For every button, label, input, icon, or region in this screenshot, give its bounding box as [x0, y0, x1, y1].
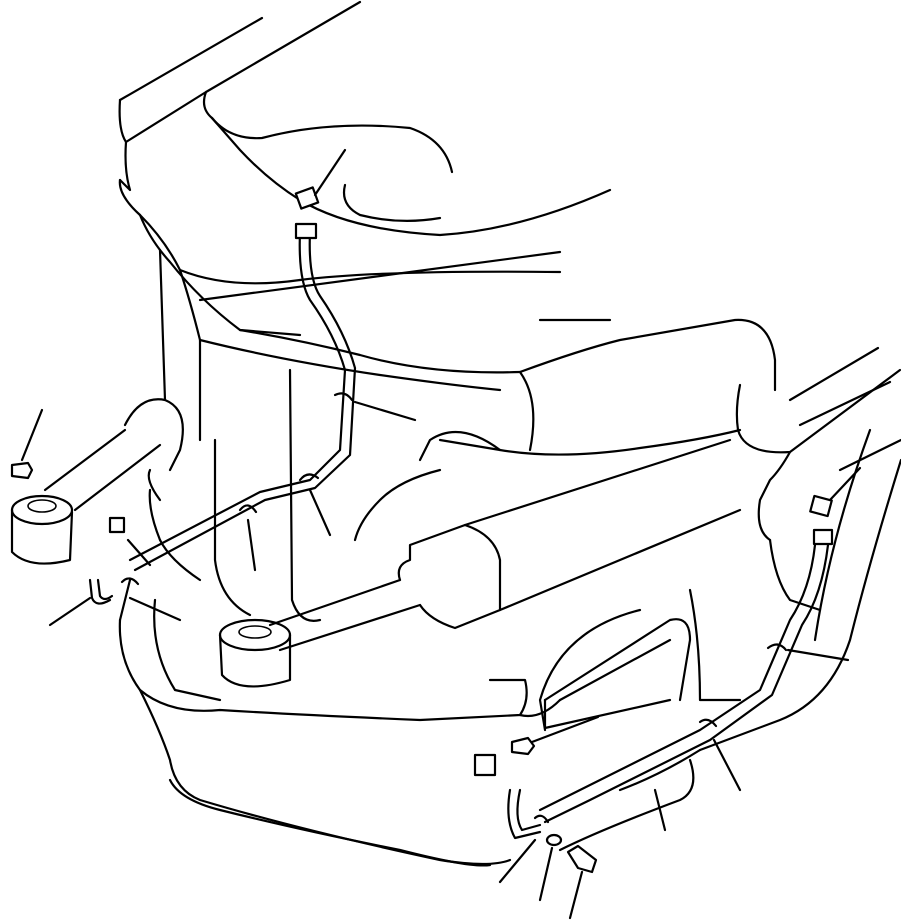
hose-lines: [88, 230, 830, 840]
top-elbow-fitting: [294, 186, 320, 210]
clamp-7: [533, 814, 550, 824]
left-switch: [10, 461, 34, 480]
left-fitting: [108, 516, 126, 534]
leader-lines: [20, 148, 862, 920]
frame-body: [118, 0, 901, 867]
bottom-switch: [510, 736, 536, 756]
right-elbow-fitting: [809, 494, 833, 518]
left-cylinder: [10, 398, 184, 565]
reservoir-box: [543, 618, 692, 730]
top-hose-nut: [294, 222, 318, 240]
clamp-3: [238, 504, 258, 514]
clamp-1: [333, 392, 354, 402]
fittings: [10, 186, 834, 874]
main-cylinder-end: [218, 618, 292, 652]
clamp-6: [698, 718, 718, 728]
washer: [545, 833, 563, 847]
relay-block: [473, 753, 497, 777]
bolt: [566, 844, 598, 874]
clamp-5: [766, 643, 788, 652]
right-hose-nut: [812, 528, 834, 546]
main-cylinder: [218, 438, 742, 688]
clamp-4: [120, 577, 140, 586]
clamp-2: [298, 473, 320, 482]
